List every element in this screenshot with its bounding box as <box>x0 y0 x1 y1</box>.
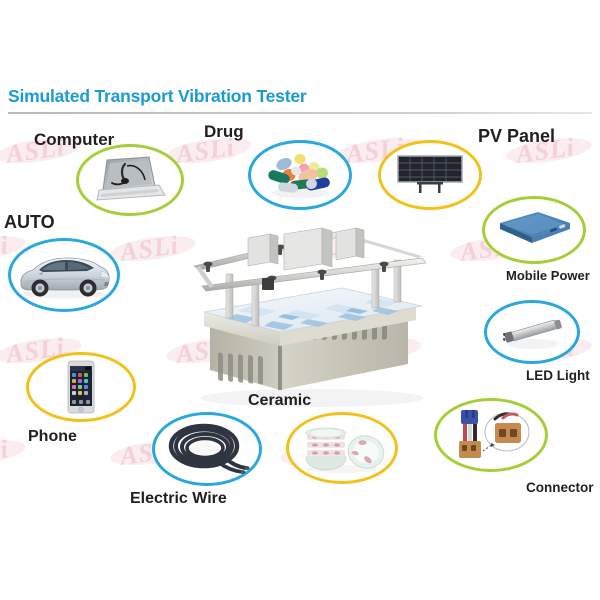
bubble-auto <box>8 238 120 312</box>
label-phone: Phone <box>28 428 77 445</box>
title-divider <box>8 112 592 114</box>
callout-connector[interactable]: Connector <box>434 398 594 500</box>
bubble-connector <box>434 398 548 472</box>
label-auto: AUTO <box>4 212 55 232</box>
label-drug: Drug <box>204 122 244 141</box>
label-mobile-power: Mobile Power <box>506 268 590 283</box>
callout-ceramic[interactable]: Ceramic <box>248 392 406 498</box>
vibration-tester-machine <box>176 222 444 410</box>
bubble-pv-panel <box>378 140 482 210</box>
power-bank-icon <box>500 212 570 243</box>
coiled-cable-icon <box>168 423 250 474</box>
callout-led-light[interactable]: LED Light <box>484 300 590 392</box>
callout-pv-panel[interactable]: PV Panel <box>378 126 555 228</box>
label-connector: Connector <box>526 480 594 495</box>
bubble-led-light <box>484 300 580 364</box>
machine-illustration <box>193 227 427 407</box>
title-block: Simulated Transport Vibration Tester <box>8 86 592 114</box>
callout-computer[interactable]: Computer <box>34 130 194 230</box>
car-sedan-icon <box>20 257 110 299</box>
pills-and-capsules-icon <box>268 154 330 198</box>
wire-connector-icon <box>459 410 530 458</box>
label-electric-wire: Electric Wire <box>130 490 227 507</box>
bubble-computer <box>76 144 184 216</box>
callout-phone[interactable]: Phone <box>26 352 142 448</box>
callout-mobile-power[interactable]: Mobile Power <box>482 196 594 288</box>
led-tube-light-icon <box>503 319 562 349</box>
bubble-electric-wire <box>152 412 262 486</box>
bubble-phone <box>26 352 136 422</box>
laptop-with-headset-icon <box>96 156 166 201</box>
label-computer: Computer <box>34 130 115 149</box>
solar-panel-icon <box>397 155 463 193</box>
callout-electric-wire[interactable]: Electric Wire <box>130 412 270 507</box>
label-pv-panel: PV Panel <box>478 126 556 146</box>
bubble-ceramic <box>286 412 398 484</box>
bubble-mobile-power <box>482 196 586 264</box>
watermark: ASLi <box>0 434 11 472</box>
smartphone-icon <box>67 360 95 414</box>
label-led-light: LED Light <box>526 368 590 383</box>
callout-drug[interactable]: Drug <box>204 122 360 226</box>
ceramic-bowls-icon <box>305 427 385 473</box>
callout-auto[interactable]: AUTO <box>4 212 128 334</box>
bubble-drug <box>248 140 352 210</box>
label-ceramic: Ceramic <box>248 392 312 409</box>
page-title: Simulated Transport Vibration Tester <box>8 86 307 106</box>
